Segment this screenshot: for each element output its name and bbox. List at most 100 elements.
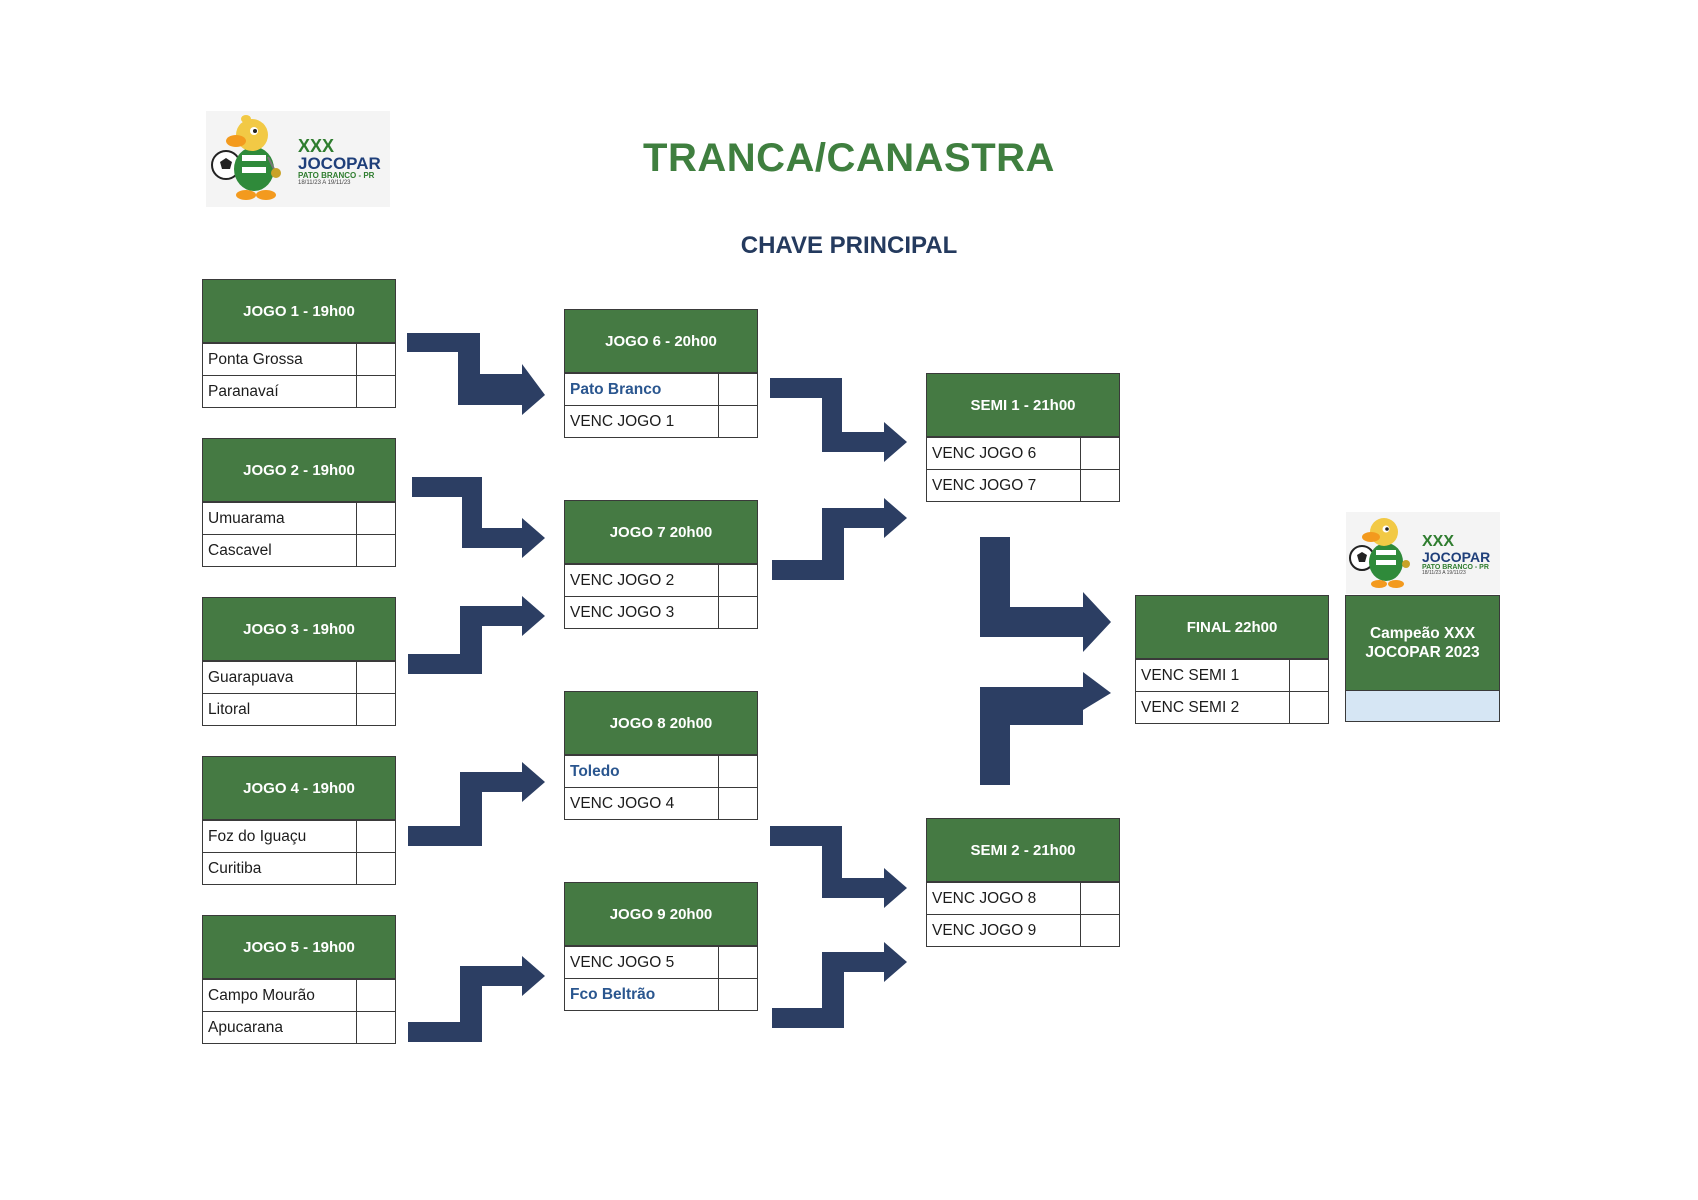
- score-cell: [357, 853, 395, 884]
- duck-mascot-icon: [211, 115, 281, 200]
- score-cell: [357, 694, 395, 725]
- score-cell: [357, 821, 395, 852]
- page-title: TRANCA/CANASTRA: [643, 136, 1055, 180]
- match-header: JOGO 7 20h00: [565, 501, 757, 564]
- match-header: FINAL 22h00: [1136, 596, 1328, 659]
- team-name: Campo Mourão: [203, 980, 357, 1011]
- team-row: Toledo: [565, 755, 757, 787]
- team-name: Toledo: [565, 756, 719, 787]
- team-name: VENC JOGO 9: [927, 915, 1081, 946]
- match-jogo-2: JOGO 2 - 19h00 Umuarama Cascavel: [202, 438, 396, 567]
- arrow-connector: [412, 477, 545, 558]
- champion-header: Campeão XXX JOCOPAR 2023: [1346, 596, 1499, 691]
- match-jogo-6: JOGO 6 - 20h00 Pato Branco VENC JOGO 1: [564, 309, 758, 438]
- team-row: Ponta Grossa: [203, 343, 395, 375]
- match-header: JOGO 1 - 19h00: [203, 280, 395, 343]
- logo-line1: XXX: [1422, 533, 1455, 550]
- score-cell: [719, 756, 757, 787]
- team-row: Guarapuava: [203, 661, 395, 693]
- arrow-connector: [408, 596, 545, 674]
- team-row: Cascavel: [203, 534, 395, 566]
- team-name: VENC JOGO 1: [565, 406, 719, 437]
- arrow-connector: [408, 762, 545, 846]
- match-header: SEMI 2 - 21h00: [927, 819, 1119, 882]
- score-cell: [1081, 883, 1119, 914]
- team-name: Foz do Iguaçu: [203, 821, 357, 852]
- logo-line1: XXX: [298, 136, 335, 156]
- match-semi-2: SEMI 2 - 21h00 VENC JOGO 8 VENC JOGO 9: [926, 818, 1120, 947]
- match-jogo-4: JOGO 4 - 19h00 Foz do Iguaçu Curitiba: [202, 756, 396, 885]
- team-name: Pato Branco: [565, 374, 719, 405]
- team-row: VENC JOGO 4: [565, 787, 757, 819]
- score-cell: [719, 406, 757, 437]
- match-header: JOGO 9 20h00: [565, 883, 757, 946]
- team-row: VENC JOGO 8: [927, 882, 1119, 914]
- team-name: VENC JOGO 6: [927, 438, 1081, 469]
- match-semi-1: SEMI 1 - 21h00 VENC JOGO 6 VENC JOGO 7: [926, 373, 1120, 502]
- team-name: VENC JOGO 3: [565, 597, 719, 628]
- score-cell: [719, 597, 757, 628]
- team-name: VENC SEMI 1: [1136, 660, 1290, 691]
- jocopar-logo-main: XXX JOCOPAR PATO BRANCO - PR 18/11/23 A …: [206, 111, 390, 207]
- match-header: JOGO 5 - 19h00: [203, 916, 395, 979]
- team-row: Campo Mourão: [203, 979, 395, 1011]
- jocopar-logo-champion: XXX JOCOPAR PATO BRANCO - PR 18/11/23 A …: [1346, 512, 1500, 594]
- match-jogo-8: JOGO 8 20h00 Toledo VENC JOGO 4: [564, 691, 758, 820]
- team-name: Ponta Grossa: [203, 344, 357, 375]
- team-name: Umuarama: [203, 503, 357, 534]
- score-cell: [1290, 660, 1328, 691]
- team-name: VENC JOGO 2: [565, 565, 719, 596]
- logo-line3: PATO BRANCO - PR: [1422, 564, 1489, 571]
- score-cell: [719, 947, 757, 978]
- team-name: Litoral: [203, 694, 357, 725]
- champion-slot: [1346, 691, 1499, 721]
- score-cell: [1081, 915, 1119, 946]
- team-name: VENC JOGO 8: [927, 883, 1081, 914]
- arrow-connector: [772, 942, 907, 1028]
- team-row: VENC JOGO 2: [565, 564, 757, 596]
- team-row: VENC SEMI 1: [1136, 659, 1328, 691]
- score-cell: [357, 344, 395, 375]
- match-final: FINAL 22h00 VENC SEMI 1 VENC SEMI 2: [1135, 595, 1329, 724]
- arrow-connector: [407, 333, 545, 415]
- score-cell: [357, 980, 395, 1011]
- match-jogo-5: JOGO 5 - 19h00 Campo Mourão Apucarana: [202, 915, 396, 1044]
- score-cell: [357, 662, 395, 693]
- match-header: JOGO 8 20h00: [565, 692, 757, 755]
- logo-line2: JOCOPAR: [298, 154, 381, 173]
- team-name: Curitiba: [203, 853, 357, 884]
- team-row: VENC JOGO 1: [565, 405, 757, 437]
- team-row: Foz do Iguaçu: [203, 820, 395, 852]
- champion-box: Campeão XXX JOCOPAR 2023: [1345, 595, 1500, 722]
- arrow-connector: [980, 537, 1111, 652]
- score-cell: [1081, 470, 1119, 501]
- team-name: VENC JOGO 7: [927, 470, 1081, 501]
- arrow-connector: [772, 498, 907, 580]
- match-jogo-9: JOGO 9 20h00 VENC JOGO 5 Fco Beltrão: [564, 882, 758, 1011]
- team-row: Apucarana: [203, 1011, 395, 1043]
- score-cell: [357, 503, 395, 534]
- team-row: VENC JOGO 3: [565, 596, 757, 628]
- team-name: Apucarana: [203, 1012, 357, 1043]
- team-row: VENC SEMI 2: [1136, 691, 1328, 723]
- match-jogo-1: JOGO 1 - 19h00 Ponta Grossa Paranavaí: [202, 279, 396, 408]
- match-header: JOGO 4 - 19h00: [203, 757, 395, 820]
- team-row: VENC JOGO 9: [927, 914, 1119, 946]
- match-jogo-7: JOGO 7 20h00 VENC JOGO 2 VENC JOGO 3: [564, 500, 758, 629]
- logo-line2: JOCOPAR: [1422, 549, 1491, 565]
- logo-line4: 18/11/23 A 19/11/23: [1422, 570, 1466, 576]
- team-name: Cascavel: [203, 535, 357, 566]
- team-name: VENC JOGO 5: [565, 947, 719, 978]
- arrow-connector: [770, 826, 907, 908]
- team-row: VENC JOGO 7: [927, 469, 1119, 501]
- team-name: VENC SEMI 2: [1136, 692, 1290, 723]
- arrow-connector: [408, 956, 545, 1042]
- score-cell: [1081, 438, 1119, 469]
- team-name: VENC JOGO 4: [565, 788, 719, 819]
- team-name: Paranavaí: [203, 376, 357, 407]
- team-row: Curitiba: [203, 852, 395, 884]
- team-row: Pato Branco: [565, 373, 757, 405]
- team-row: Fco Beltrão: [565, 978, 757, 1010]
- score-cell: [719, 979, 757, 1010]
